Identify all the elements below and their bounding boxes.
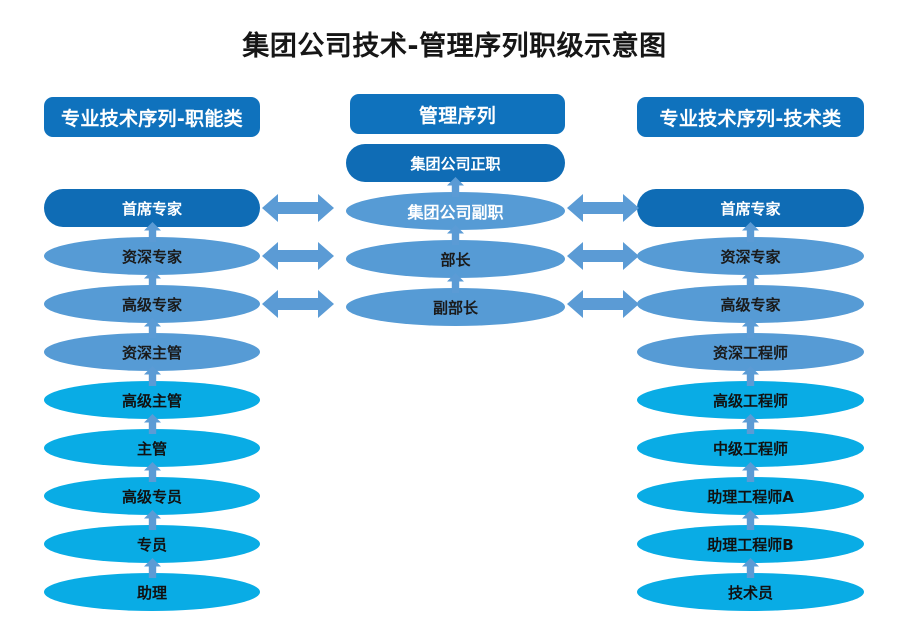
node-right-4[interactable]: 高级工程师: [637, 381, 864, 419]
node-left-2[interactable]: 高级专家: [44, 285, 260, 323]
up-arrow-right-1: [742, 270, 759, 290]
node-center-0[interactable]: 集团公司正职: [346, 144, 565, 182]
page-title: 集团公司技术-管理序列职级示意图: [242, 31, 667, 62]
up-arrow-left-2: [143, 318, 161, 338]
up-arrow-left-5: [143, 462, 161, 482]
up-arrow-right-3: [742, 366, 759, 386]
column-header-center: 管理序列: [350, 94, 565, 134]
node-right-0[interactable]: 首席专家: [637, 189, 864, 227]
column-header-left: 专业技术序列-职能类: [44, 97, 260, 137]
node-center-2[interactable]: 部长: [346, 240, 565, 278]
up-arrow-center-1: [447, 225, 464, 245]
cross-arrow-left-center-1: [262, 239, 334, 273]
node-right-1[interactable]: 资深专家: [637, 237, 864, 275]
cross-arrow-center-right-2: [567, 287, 639, 321]
up-arrow-right-2: [742, 318, 759, 338]
node-right-8[interactable]: 技术员: [637, 573, 864, 611]
up-arrow-left-7: [143, 558, 161, 578]
node-center-3[interactable]: 副部长: [346, 288, 565, 326]
up-arrow-right-0: [742, 222, 759, 242]
node-left-8[interactable]: 助理: [44, 573, 260, 611]
node-center-1[interactable]: 集团公司副职: [346, 192, 565, 230]
up-arrow-left-6: [143, 510, 161, 530]
up-arrow-right-4: [742, 414, 759, 434]
up-arrow-left-3: [143, 366, 161, 386]
node-left-1[interactable]: 资深专家: [44, 237, 260, 275]
node-right-3[interactable]: 资深工程师: [637, 333, 864, 371]
up-arrow-right-7: [742, 558, 759, 578]
up-arrow-left-0: [143, 222, 161, 242]
node-right-7[interactable]: 助理工程师B: [637, 525, 864, 563]
node-right-6[interactable]: 助理工程师A: [637, 477, 864, 515]
up-arrow-left-1: [143, 270, 161, 290]
up-arrow-right-6: [742, 510, 759, 530]
cross-arrow-center-right-0: [567, 191, 639, 225]
node-right-2[interactable]: 高级专家: [637, 285, 864, 323]
up-arrow-center-2: [447, 273, 464, 293]
cross-arrow-left-center-0: [262, 191, 334, 225]
up-arrow-left-4: [143, 414, 161, 434]
node-right-5[interactable]: 中级工程师: [637, 429, 864, 467]
up-arrow-right-5: [742, 462, 759, 482]
up-arrow-center-0: [447, 177, 464, 197]
column-header-right: 专业技术序列-技术类: [637, 97, 864, 137]
node-left-3[interactable]: 资深主管: [44, 333, 260, 371]
node-left-7[interactable]: 专员: [44, 525, 260, 563]
cross-arrow-left-center-2: [262, 287, 334, 321]
node-left-0[interactable]: 首席专家: [44, 189, 260, 227]
node-left-6[interactable]: 高级专员: [44, 477, 260, 515]
node-left-4[interactable]: 高级主管: [44, 381, 260, 419]
node-left-5[interactable]: 主管: [44, 429, 260, 467]
cross-arrow-center-right-1: [567, 239, 639, 273]
